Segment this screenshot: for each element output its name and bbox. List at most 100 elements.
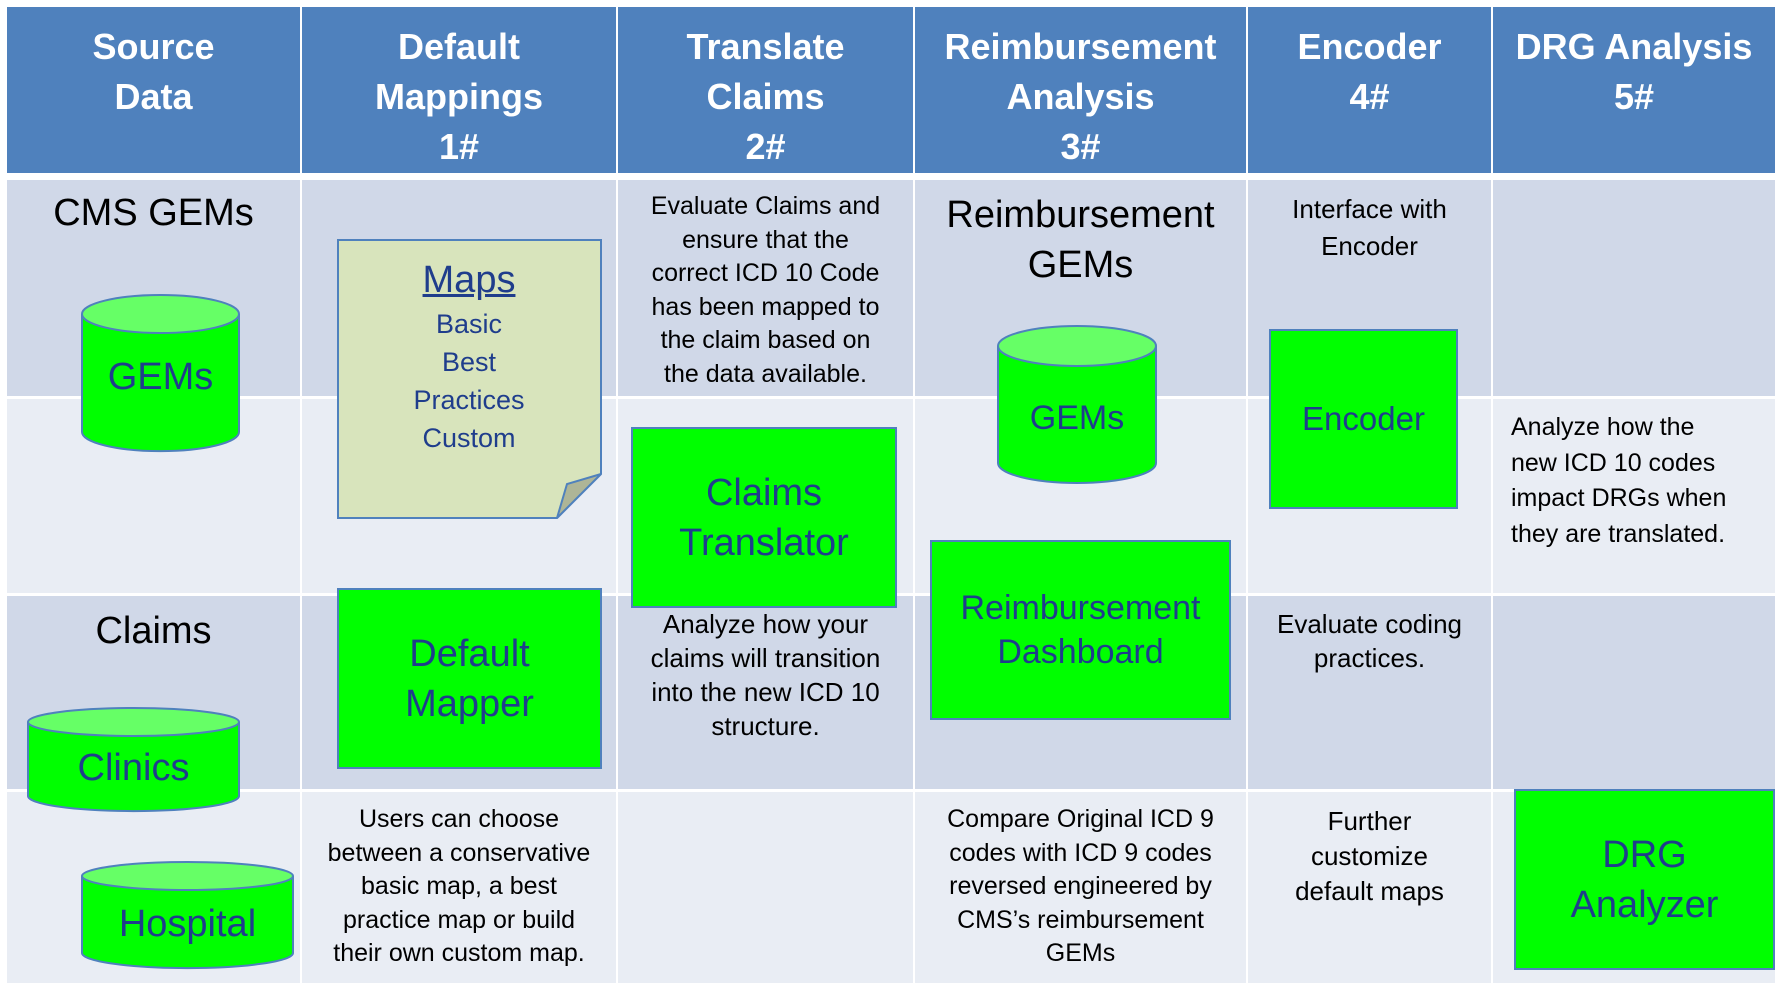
text-line: claims will transition — [650, 643, 881, 673]
default-mappings-description: Users can choose between a conservative … — [302, 803, 616, 971]
text-line: reversed engineered by — [949, 872, 1212, 900]
header-line: Source — [92, 26, 215, 67]
drg-analysis-description: Analyze how the new ICD 10 codes impact … — [1511, 410, 1775, 552]
band-row-1 — [1493, 180, 1775, 396]
text-line: between a conservative — [327, 838, 591, 867]
text-line: Reimbursement — [960, 589, 1201, 627]
text-line: correct ICD 10 Code — [651, 259, 880, 287]
header-line: 2# — [745, 126, 786, 167]
gems-database-icon: GEMs — [81, 294, 240, 453]
text-line: has been mapped to — [651, 292, 880, 321]
band-row-3 — [1248, 596, 1491, 789]
header-source-data: Source Data — [7, 7, 300, 173]
cms-gems-label: CMS GEMs — [7, 188, 300, 238]
text-line: Translator — [679, 521, 849, 564]
maps-note-text: Maps Basic Best Practices Custom — [337, 255, 601, 457]
text-line: CMS’s reimbursement — [957, 905, 1204, 934]
header-line: 4# — [1349, 76, 1390, 117]
clinics-database-label: Clinics — [77, 747, 190, 789]
translate-claims-top-text: Evaluate Claims and ensure that the corr… — [618, 190, 913, 391]
header-line: 1# — [438, 126, 480, 167]
header-line: Claims — [706, 76, 825, 117]
text-line: ensure that the — [682, 225, 849, 254]
text-line: Evaluate coding — [1276, 609, 1463, 639]
header-line: Data — [114, 76, 193, 117]
header-default-mappings: Default Mappings 1# — [302, 7, 616, 173]
band-row-3 — [618, 596, 913, 789]
band-row-3 — [1493, 596, 1775, 789]
hospital-database-label: Hospital — [118, 903, 257, 945]
text-line: they are translated. — [1511, 519, 1726, 548]
text-line: impact DRGs when — [1511, 484, 1727, 512]
header-reimbursement-analysis: Reimbursement Analysis 3# — [915, 7, 1246, 173]
reimbursement-gems-label: GEMs — [1029, 399, 1125, 437]
reimbursement-analysis-description: Compare Original ICD 9 codes with ICD 9 … — [915, 803, 1246, 971]
text-line: Reimbursement — [946, 194, 1215, 236]
reimbursement-gems-title: Reimbursement GEMs — [915, 190, 1246, 290]
maps-item-best: Best — [441, 347, 497, 377]
text-line: practice map or build — [342, 905, 576, 934]
header-line: DRG Analysis — [1515, 26, 1753, 67]
header-encoder: Encoder 4# — [1248, 7, 1491, 173]
text-line: Users can choose — [358, 805, 560, 833]
hospital-database-icon: Hospital — [81, 861, 294, 970]
header-line: Mappings — [375, 76, 543, 117]
header-line: 3# — [1060, 126, 1101, 167]
clinics-database-icon: Clinics — [27, 707, 240, 813]
claims-label: Claims — [7, 606, 300, 656]
text-line: the claim based on — [660, 326, 871, 354]
text-line: customize — [1310, 841, 1429, 871]
text-line: Dashboard — [997, 633, 1164, 671]
header-line: Encoder — [1297, 26, 1442, 67]
reimbursement-gems-database-icon: GEMs — [997, 325, 1157, 485]
maps-item-basic: Basic — [435, 309, 503, 339]
band-row-4 — [1248, 792, 1491, 983]
text-line: structure. — [711, 711, 820, 741]
header-line: 5# — [1613, 76, 1655, 117]
text-line: Encoder — [1302, 400, 1425, 437]
claims-translator-box[interactable]: Claims Translator — [631, 427, 897, 608]
band-row-2 — [1493, 399, 1775, 593]
maps-note: Maps Basic Best Practices Custom — [337, 239, 603, 520]
text-line: Encoder — [1321, 231, 1418, 261]
text-line: Mapper — [405, 682, 534, 725]
band-row-1 — [618, 180, 913, 396]
text-line: basic map, a best — [361, 872, 557, 900]
encoder-middle-text: Evaluate coding practices. — [1248, 607, 1491, 675]
header-line: Analysis — [1006, 76, 1155, 117]
gems-database-label: GEMs — [107, 356, 214, 398]
band-row-4 — [302, 792, 616, 983]
encoder-box[interactable]: Encoder — [1269, 329, 1458, 509]
text-line: into the new ICD 10 — [651, 677, 880, 707]
text-line: Analyze how your — [662, 609, 869, 639]
reimbursement-dashboard-box[interactable]: Reimbursement Dashboard — [930, 540, 1231, 720]
text-line: their own custom map. — [333, 939, 585, 967]
text-line: Claims — [705, 471, 823, 514]
text-line: Compare Original ICD 9 — [947, 805, 1214, 833]
encoder-top-text: Interface with Encoder — [1248, 191, 1491, 265]
header-line: Default — [397, 26, 520, 67]
header-drg-analysis: DRG Analysis 5# — [1493, 7, 1775, 173]
text-line: GEMs — [1027, 244, 1134, 286]
band-row-4 — [618, 792, 913, 983]
text-line: Analyzer — [1570, 883, 1719, 926]
text-line: Interface with — [1292, 194, 1447, 224]
text-line: Evaluate Claims and — [650, 192, 881, 220]
translate-claims-bottom-text: Analyze how your claims will transition … — [618, 607, 913, 743]
drg-analyzer-box[interactable]: DRG Analyzer — [1514, 789, 1775, 970]
text-line: default maps — [1295, 876, 1444, 906]
header-translate-claims: Translate Claims 2# — [618, 7, 913, 173]
text-line: GEMs — [1045, 939, 1116, 967]
text-line: Default — [409, 632, 530, 675]
maps-item-custom: Custom — [422, 423, 516, 453]
text-line: DRG — [1602, 833, 1687, 876]
text-line: CMS GEMs — [53, 192, 254, 234]
text-line: new ICD 10 codes — [1511, 448, 1716, 477]
band-row-4 — [915, 792, 1246, 983]
text-line: Further — [1327, 806, 1412, 836]
default-mapper-box[interactable]: Default Mapper — [337, 588, 602, 769]
text-line: Claims — [95, 610, 212, 652]
maps-title: Maps — [422, 259, 516, 301]
text-line: practices. — [1313, 643, 1426, 673]
